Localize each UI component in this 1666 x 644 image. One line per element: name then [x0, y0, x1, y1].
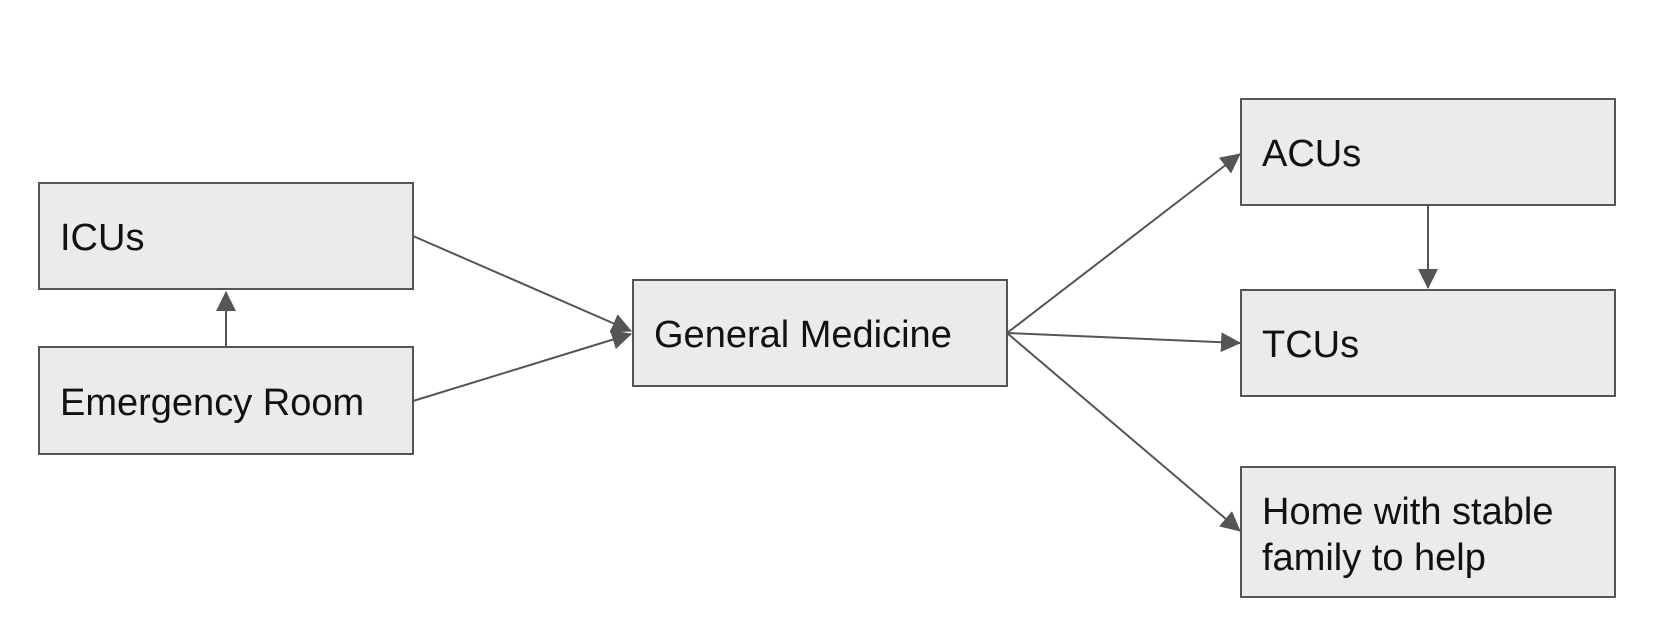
edge-general-medicine-to-home	[1006, 332, 1241, 532]
node-home: Home with stable family to help	[1240, 466, 1616, 598]
node-general-medicine-box	[632, 279, 1008, 387]
node-home-box	[1240, 466, 1616, 598]
edge-emergency-room-to-general-medicine	[412, 330, 632, 402]
node-emergency-room-label: Emergency Room	[60, 382, 364, 424]
node-tcus-box	[1240, 289, 1616, 397]
node-home-label-line1: Home with stable	[1262, 491, 1553, 533]
node-home-label-line2: family to help	[1262, 537, 1486, 579]
node-acus-label: ACUs	[1262, 133, 1361, 175]
node-tcus: TCUs	[1240, 289, 1616, 397]
node-icus-label: ICUs	[60, 217, 144, 259]
node-emergency-room-box	[38, 346, 414, 455]
edge-icus-to-general-medicine	[412, 235, 632, 333]
node-general-medicine: General Medicine	[632, 279, 1008, 387]
edge-general-medicine-to-acus	[1006, 153, 1241, 334]
edges	[216, 153, 1438, 532]
node-acus-box	[1240, 98, 1616, 206]
node-icus-box	[38, 182, 414, 290]
node-icus: ICUs	[38, 182, 414, 290]
node-emergency-room: Emergency Room	[38, 346, 414, 455]
node-acus: ACUs	[1240, 98, 1616, 206]
edge-general-medicine-to-tcus	[1006, 332, 1241, 353]
node-general-medicine-label: General Medicine	[654, 314, 952, 356]
node-tcus-label: TCUs	[1262, 324, 1359, 366]
